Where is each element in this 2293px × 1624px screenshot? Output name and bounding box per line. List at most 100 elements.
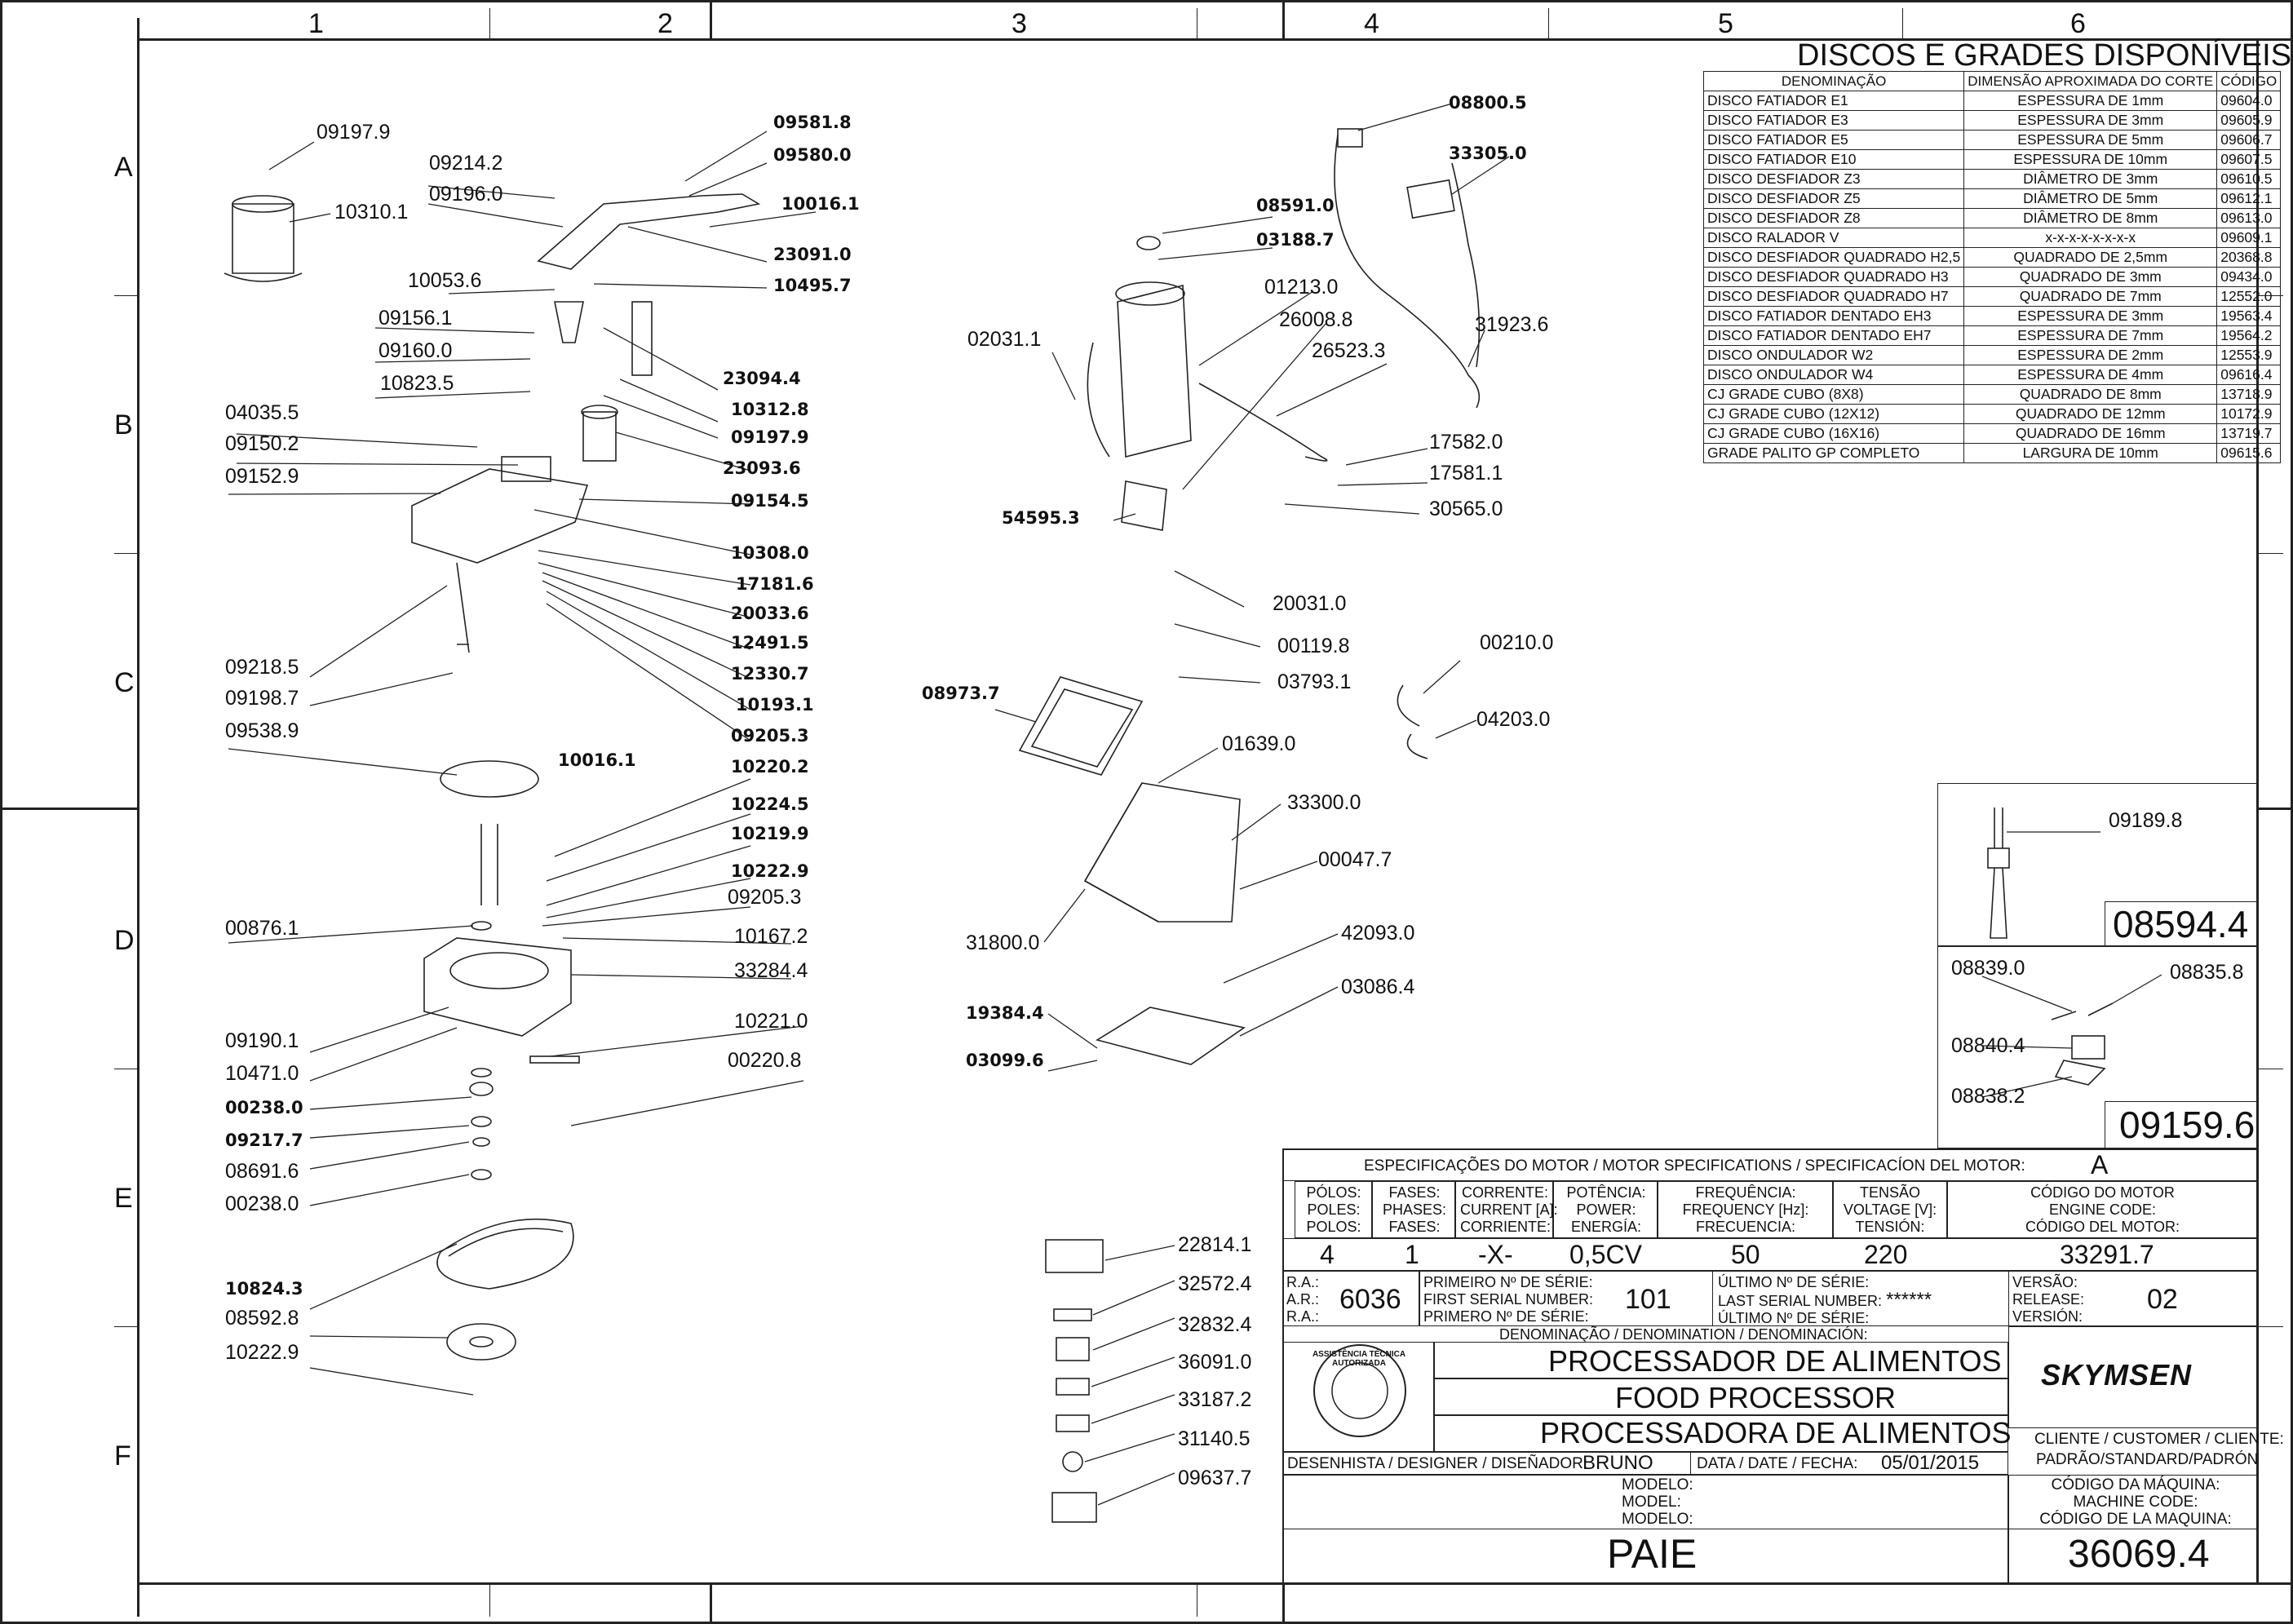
table-header: DIMENSÃO APROXIMADA DO CORTE [1963,71,2218,91]
table-cell: CJ GRADE CUBO (12X12) [1702,404,1965,424]
part-label: 10016.1 [558,750,636,770]
part-label: 20031.0 [1273,592,1347,615]
table-header-row: DENOMINAÇÃO DIMENSÃO APROXIMADA DO CORTE… [1702,71,2282,91]
inner-border-left [137,18,139,1617]
row-divider [2256,808,2293,810]
part-label: 09190.1 [225,1029,299,1052]
col-divider [710,0,712,38]
table-cell: ESPESSURA DE 2mm [1963,345,2218,365]
part-label: 08973.7 [922,684,1000,703]
part-label: 26008.8 [1279,308,1353,331]
part-label: 42093.0 [1341,922,1415,945]
part-label: 03793.1 [1277,670,1352,693]
last-serial-labels: ÚLTIMO Nº DE SÉRIE: LAST SERIAL NUMBER: … [1718,1274,1932,1326]
part-label: 09189.8 [2109,809,2183,832]
model-row [1282,1475,2008,1584]
table-cell: CJ GRADE CUBO (8X8) [1702,384,1965,405]
part-label: 09205.3 [731,726,809,746]
poles-header: PÓLOS:POLES:POLOS: [1306,1184,1361,1235]
date-cell [1690,1452,2008,1475]
engine-code-value: 33291.7 [2060,1240,2154,1269]
part-label: 10310.1 [334,201,409,223]
row-divider [2259,1326,2283,1327]
table-cell: 09606.7 [2216,130,2282,150]
product-name-pt: PROCESSADOR DE ALIMENTOS [1548,1344,2002,1378]
table-cell: CJ GRADE CUBO (16X16) [1702,423,1965,444]
version-value: 02 [2147,1284,2178,1315]
table-header: CÓDIGO [2216,71,2282,91]
table-cell: DISCO ONDULADOR W4 [1702,365,1965,385]
part-label: 10221.0 [734,1010,808,1033]
part-label: 23093.6 [723,458,801,478]
part-label: 31923.6 [1475,313,1549,336]
column-label: 5 [1718,8,1733,39]
part-label: 19384.4 [966,1003,1044,1023]
first-serial-value: 101 [1625,1284,1671,1315]
table-cell: DISCO FATIADOR DENTADO EH3 [1702,306,1965,326]
version-labels: VERSÃO:RELEASE:VERSIÓN: [2012,1274,2085,1325]
column-label: 2 [657,8,673,39]
col-divider [1282,0,1285,38]
part-label: 03086.4 [1341,976,1415,998]
part-label: 09581.8 [773,113,852,132]
table-cell: 10172.9 [2216,404,2282,424]
part-label: 09217.7 [225,1131,303,1150]
part-label: 10823.5 [380,372,454,395]
part-label: 08592.8 [225,1307,299,1330]
table-cell: 09605.9 [2216,110,2282,131]
table-cell: DISCO DESFIADOR QUADRADO H7 [1702,286,1965,307]
table-cell: 19563.4 [2216,306,2282,326]
part-label: 33305.0 [1449,144,1527,163]
part-label: 08838.2 [1951,1085,2025,1108]
part-label: 17581.1 [1429,462,1503,485]
table-cell: 09615.6 [2216,443,2282,463]
table-cell: 09610.5 [2216,169,2282,189]
part-label: 08591.0 [1256,196,1335,215]
row-divider [114,1326,137,1327]
column-label: 1 [308,8,324,39]
product-name-es: PROCESSADORA DE ALIMENTOS [1540,1416,2012,1449]
assembly-code: 08594.4 [2113,903,2249,945]
col-divider [489,1584,490,1617]
part-label: 10016.1 [781,194,860,214]
part-label: 09150.2 [225,432,299,455]
table-cell: 09607.5 [2216,149,2282,170]
table-cell: ESPESSURA DE 4mm [1963,365,2218,385]
model-labels: MODELO:MODEL:MODELO: [1622,1476,1693,1528]
power-header: POTÊNCIA:POWER:ENERGÍA: [1566,1184,1646,1235]
part-label: 33300.0 [1287,791,1361,814]
part-label: 33284.4 [734,959,808,982]
part-label: 09218.5 [225,656,299,679]
table-cell: 20368.8 [2216,247,2282,268]
table-cell: DIÂMETRO DE 5mm [1963,188,2218,209]
table-cell: QUADRADO DE 16mm [1963,423,2218,444]
name-row [1434,1342,2008,1378]
motor-col [1455,1181,1553,1238]
motor-value-row [1282,1238,2258,1271]
part-label: 03188.7 [1256,230,1335,250]
part-label: 10471.0 [225,1062,299,1085]
row-label: F [114,1440,131,1471]
part-label: 32572.4 [1178,1272,1252,1295]
part-label: 10824.3 [225,1279,303,1299]
col-divider [710,1584,712,1624]
table-cell: ESPESSURA DE 3mm [1963,110,2218,131]
table-cell: 09616.4 [2216,365,2282,385]
col-divider [1548,8,1549,38]
part-label: 10224.5 [731,794,809,814]
table-cell: DIÂMETRO DE 8mm [1963,208,2218,228]
table-cell: QUADRADO DE 12mm [1963,404,2218,424]
part-label: 09156.1 [378,307,453,330]
phases-value: 1 [1405,1240,1419,1269]
column-label: 6 [2070,8,2086,39]
brand-cell [2008,1326,2258,1428]
model-value: PAIE [1607,1531,1698,1577]
part-label: 23094.4 [723,369,801,388]
